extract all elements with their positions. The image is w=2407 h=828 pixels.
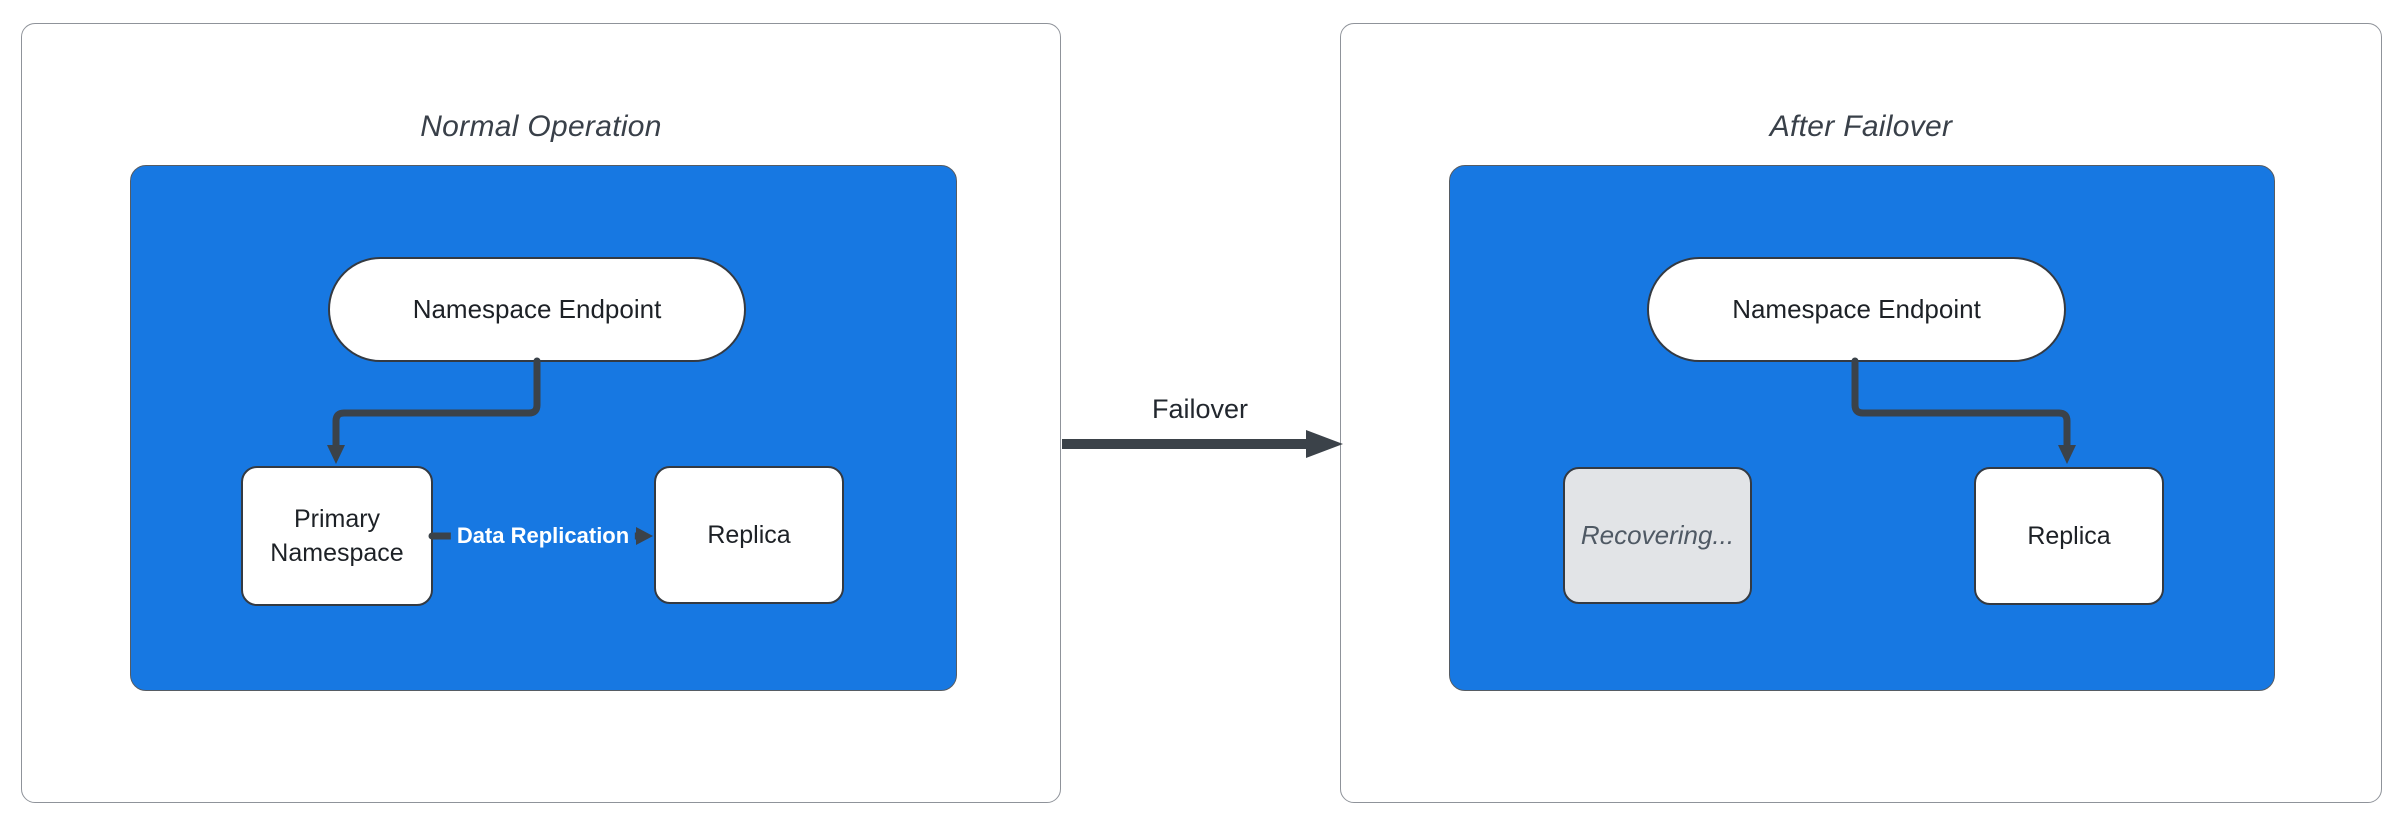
replica-node-failover: Replica [1974,467,2164,605]
after-failover-panel: After Failover Namespace Endpoint Recove… [1340,23,2382,803]
cluster-container-failover [1449,165,2275,691]
failover-edge-label: Failover [1151,394,1249,424]
namespace-endpoint-label: Namespace Endpoint [412,294,662,324]
recovering-node: Recovering... [1563,467,1752,604]
namespace-endpoint-node-normal: Namespace Endpoint [328,257,746,362]
replica-node-normal: Replica [654,466,844,604]
cluster-container-normal [130,165,957,691]
recovering-label: Recovering... [1580,519,1735,550]
namespace-endpoint-node-failover: Namespace Endpoint [1647,257,2066,362]
replica-label: Replica [2027,521,2111,550]
panel-title-normal-operation: Normal Operation [420,110,662,143]
failover-arrowhead-icon [1306,430,1343,458]
panel-title-after-failover: After Failover [1769,110,1953,143]
replica-label: Replica [707,520,791,549]
namespace-endpoint-label: Namespace Endpoint [1732,294,1981,324]
normal-operation-panel: Normal Operation Namespace Endpoint Prim… [21,23,1061,803]
primary-namespace-label: Primary Namespace [270,504,404,568]
primary-namespace-node: Primary Namespace [241,466,433,606]
replication-edge-label: Data Replication [450,520,636,552]
